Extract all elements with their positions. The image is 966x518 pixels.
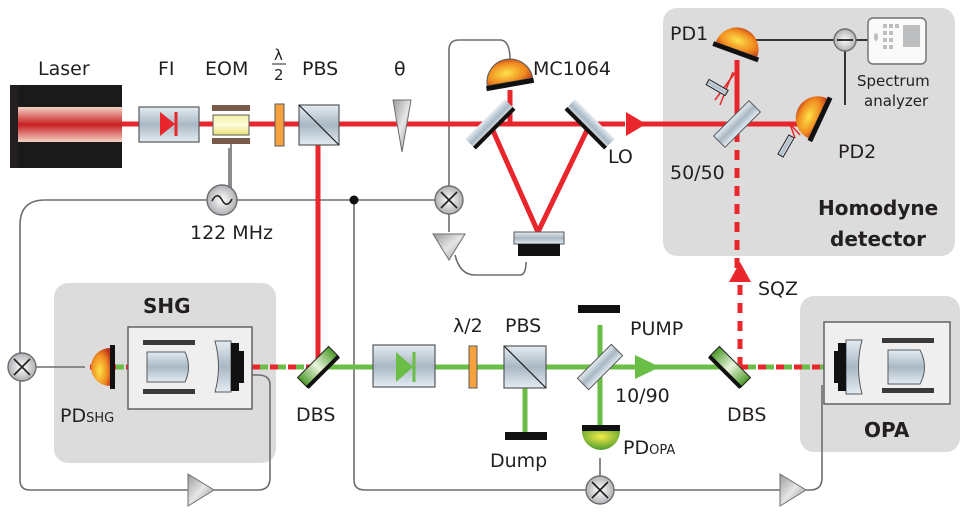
laser-source xyxy=(10,85,122,168)
sqz-arrow xyxy=(729,262,751,282)
junction-dot xyxy=(349,195,359,205)
amplifier-shg xyxy=(187,473,215,507)
faraday-isolator-green xyxy=(372,344,436,388)
opa-cavity xyxy=(823,321,951,405)
label-halfwave-den: 2 xyxy=(274,66,284,84)
control-wires xyxy=(19,39,880,491)
amplifier-mc xyxy=(432,233,466,261)
label-opa: OPA xyxy=(864,418,910,442)
label-lo: LO xyxy=(608,146,633,168)
label-fi: FI xyxy=(158,58,175,80)
pump-arrow xyxy=(635,355,660,379)
beam-dump xyxy=(505,432,547,440)
mode-cleaner xyxy=(465,58,615,256)
label-pd-shg: PDSHG xyxy=(60,405,114,427)
faraday-isolator xyxy=(138,106,200,143)
pbs-bottom xyxy=(503,345,547,389)
mixer-shg xyxy=(7,352,37,382)
label-halfwave-bottom: λ/2 xyxy=(453,315,483,337)
lo-arrow xyxy=(626,112,646,136)
label-pd2: PD2 xyxy=(838,141,876,163)
label-shg: SHG xyxy=(143,294,191,318)
label-sqz: SQZ xyxy=(758,278,798,300)
dbs-right xyxy=(708,345,752,389)
phase-shifter-wedge xyxy=(392,99,412,153)
label-122mhz: 122 MHz xyxy=(190,222,273,244)
label-pd-opa: PDOPA xyxy=(623,437,675,459)
label-dump: Dump xyxy=(490,450,547,472)
label-pd1: PD1 xyxy=(670,23,708,45)
label-pump: PUMP xyxy=(630,318,683,340)
dbs-left xyxy=(296,345,340,389)
homodyne-detector xyxy=(705,17,927,158)
label-theta: θ xyxy=(394,58,406,80)
label-pbs-bottom: PBS xyxy=(505,315,541,337)
label-halfwave-num: λ xyxy=(274,46,283,64)
label-detector-text: detector xyxy=(830,227,926,251)
pd-opa xyxy=(582,425,620,450)
shg-cavity xyxy=(91,326,253,410)
label-analyzer: analyzer xyxy=(864,92,929,110)
label-laser: Laser xyxy=(38,58,90,80)
label-pbs-top: PBS xyxy=(302,58,338,80)
label-1090: 10/90 xyxy=(615,385,670,407)
mixer-mc xyxy=(434,185,464,215)
mixer-opa xyxy=(585,475,615,505)
amplifier-opa xyxy=(779,473,807,507)
label-homodyne: Homodyne xyxy=(818,196,938,220)
pbs-top xyxy=(298,104,340,146)
beam-splitter-1090 xyxy=(576,343,624,391)
pump-dump xyxy=(578,305,620,313)
half-wave-plate-top xyxy=(274,103,285,147)
half-wave-plate-bottom xyxy=(468,345,478,389)
label-dbs-left: DBS xyxy=(296,404,335,426)
label-dbs-right: DBS xyxy=(727,404,766,426)
label-spectrum: Spectrum xyxy=(857,72,930,90)
label-5050: 50/50 xyxy=(670,162,725,184)
label-eom: EOM xyxy=(205,58,248,80)
label-mc1064: MC1064 xyxy=(533,58,611,80)
eom xyxy=(212,105,250,190)
oscillator-122mhz xyxy=(206,184,238,216)
